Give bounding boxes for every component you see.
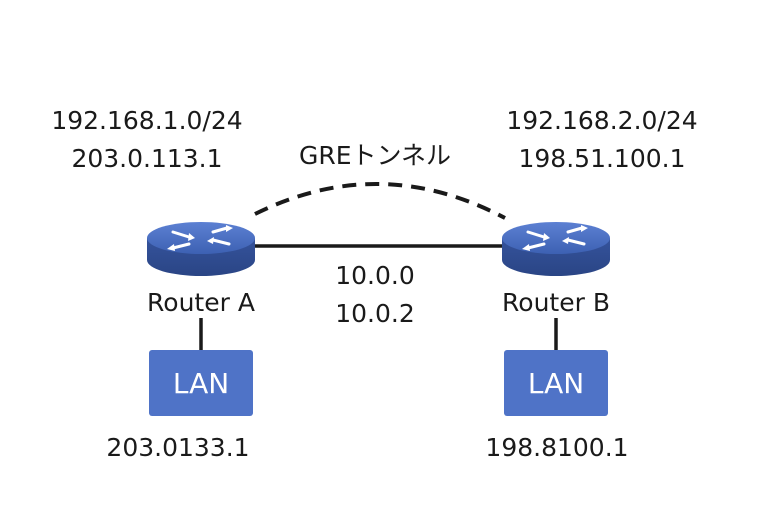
router-a-icon (147, 222, 255, 276)
lan-a-ip: 203.0133.1 (106, 433, 250, 462)
router-a-subnet: 192.168.1.0/24 (51, 106, 243, 135)
router-b-public-ip: 198.51.100.1 (518, 144, 686, 173)
lan-a-label: LAN (172, 366, 230, 400)
gre-tunnel-arc (254, 181, 506, 220)
lan-b-label: LAN (527, 366, 585, 400)
lan-b-ip: 198.8100.1 (485, 433, 629, 462)
router-a-public-ip: 203.0.113.1 (71, 144, 223, 173)
router-b-name: Router B (502, 288, 610, 317)
router-b-subnet: 192.168.2.0/24 (506, 106, 698, 135)
tunnel-ip-a: 10.0.0 (335, 261, 415, 290)
lan-b-box: LAN (504, 350, 608, 416)
gre-tunnel-label: GREトンネル (298, 141, 452, 170)
lan-a-box: LAN (149, 350, 253, 416)
tunnel-ip-b: 10.0.2 (335, 299, 415, 328)
router-a-name: Router A (147, 288, 255, 317)
router-b-icon (502, 222, 610, 276)
